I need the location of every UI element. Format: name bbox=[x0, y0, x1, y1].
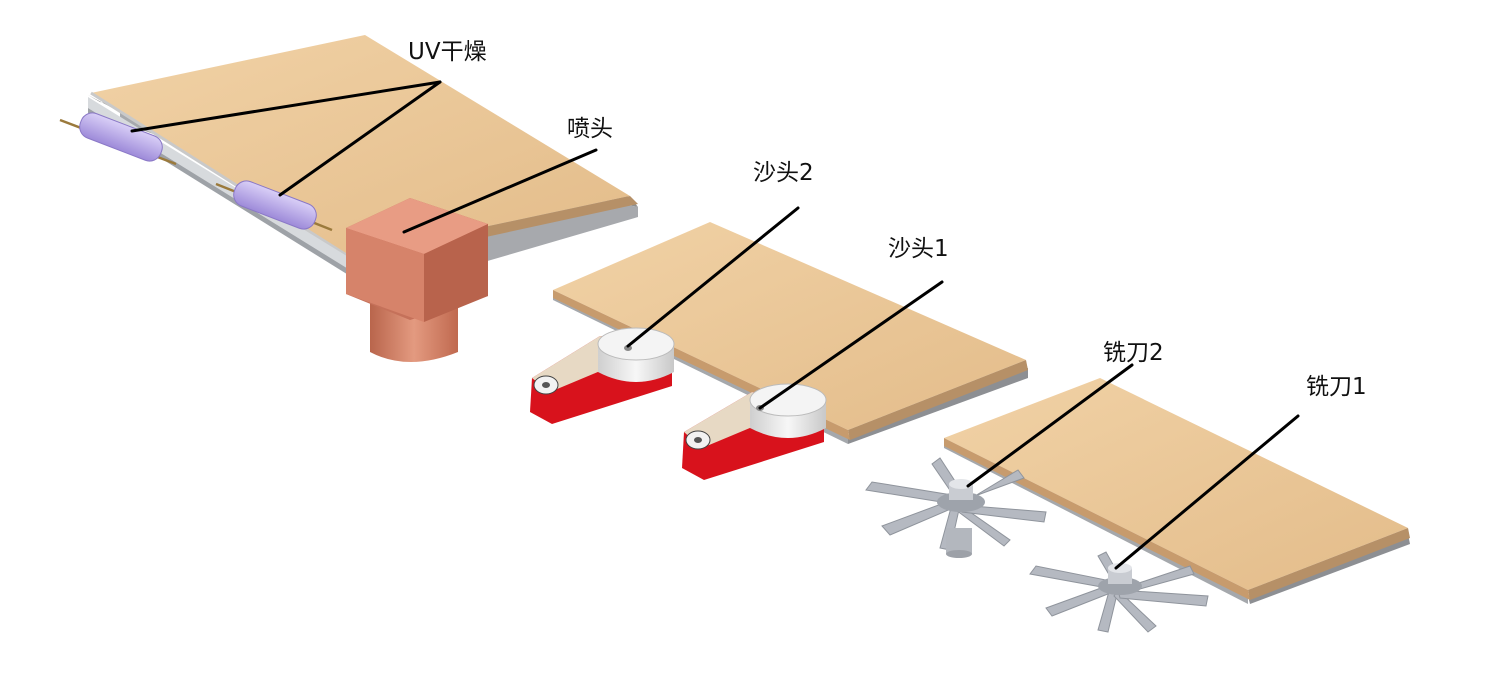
label-nozzle: 喷头 bbox=[567, 116, 613, 142]
milling-cutter-1 bbox=[1029, 551, 1209, 633]
label-sanding-head-1: 沙头1 bbox=[888, 236, 949, 262]
label-uv-drying: UV干燥 bbox=[408, 39, 487, 65]
leader-sand1 bbox=[758, 280, 944, 410]
leader-mill2 bbox=[966, 363, 1134, 488]
label-milling-cutter-1: 铣刀1 bbox=[1306, 374, 1367, 400]
uv-lamp-2 bbox=[215, 180, 333, 232]
leader-uv-1 bbox=[130, 80, 442, 133]
leader-lines bbox=[130, 80, 1300, 570]
leader-sand2 bbox=[626, 206, 800, 348]
milling-cutter-2 bbox=[865, 457, 1047, 558]
sanding-head-1 bbox=[682, 383, 827, 480]
spray-nozzle bbox=[346, 198, 488, 362]
label-sanding-head-2: 沙头2 bbox=[753, 160, 814, 186]
leader-mill1 bbox=[1114, 414, 1300, 570]
uv-lamp-1 bbox=[59, 112, 177, 166]
leader-uv-2 bbox=[278, 80, 442, 197]
sanding-head-2 bbox=[530, 327, 675, 424]
leader-nozzle bbox=[402, 148, 598, 234]
label-milling-cutter-2: 铣刀2 bbox=[1103, 340, 1164, 366]
